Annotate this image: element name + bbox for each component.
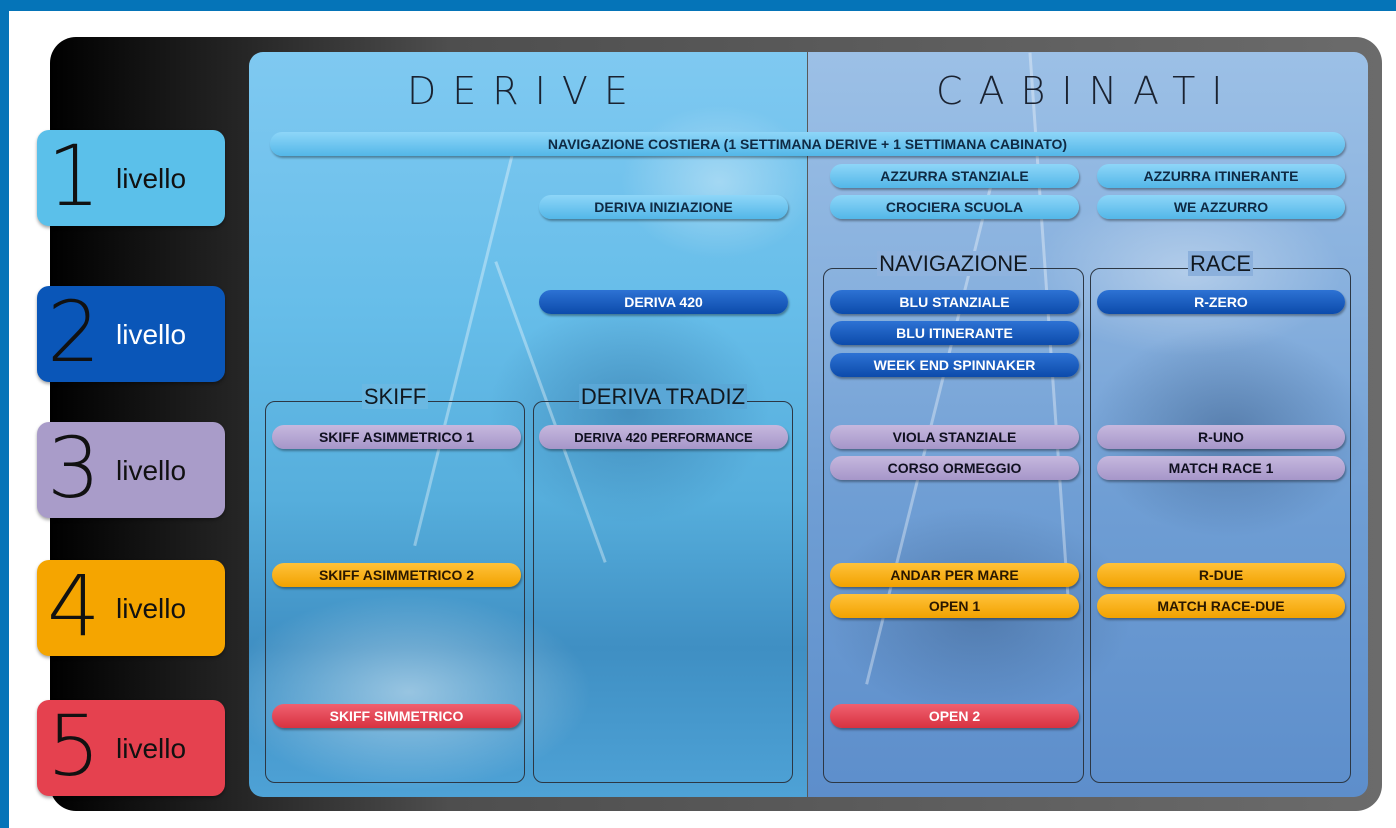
course-open-2[interactable]: OPEN 2 [830, 704, 1079, 728]
column-title-cabinati: CABINATI [936, 69, 1239, 113]
level-label: livello [116, 163, 187, 194]
course-match-race-1[interactable]: MATCH RACE 1 [1097, 456, 1345, 480]
course-deriva-iniziazione[interactable]: DERIVA INIZIAZIONE [539, 195, 788, 219]
column-title-derive: DERIVE [407, 69, 644, 113]
course-open-1[interactable]: OPEN 1 [830, 594, 1079, 618]
course-andar-per-mare[interactable]: ANDAR PER MARE [830, 563, 1079, 587]
course-r-zero[interactable]: R-ZERO [1097, 290, 1345, 314]
course-deriva-420-performance[interactable]: DERIVA 420 PERFORMANCE [539, 425, 788, 449]
level-label: livello [116, 733, 187, 764]
course-blu-stanziale[interactable]: BLU STANZIALE [830, 290, 1079, 314]
group-race: RACE [1090, 251, 1351, 783]
level-number: 5 [47, 697, 101, 795]
group-navigazione: NAVIGAZIONE [823, 251, 1084, 783]
group-label-deriva-tradiz: DERIVA TRADIZ [578, 384, 748, 409]
group-label-navigazione: NAVIGAZIONE [877, 251, 1030, 276]
level-2-badge: 2 livello [37, 286, 225, 382]
group-deriva-tradiz: DERIVA TRADIZ [533, 384, 793, 783]
course-navigazione-costiera[interactable]: NAVIGAZIONE COSTIERA (1 SETTIMANA DERIVE… [270, 132, 1345, 156]
level-label: livello [116, 593, 187, 624]
level-1-badge: 1 livello [37, 130, 225, 226]
level-number: 4 [47, 557, 101, 655]
group-label-race: RACE [1187, 251, 1254, 276]
course-azzurra-stanziale[interactable]: AZZURRA STANZIALE [830, 164, 1079, 188]
level-3-badge: 3 livello [37, 422, 225, 518]
course-viola-stanziale[interactable]: VIOLA STANZIALE [830, 425, 1079, 449]
derive-panel [249, 52, 807, 797]
course-skiff-simmetrico[interactable]: SKIFF SIMMETRICO [272, 704, 521, 728]
course-crociera-scuola[interactable]: CROCIERA SCUOLA [830, 195, 1079, 219]
course-r-uno[interactable]: R-UNO [1097, 425, 1345, 449]
level-number: 2 [47, 283, 101, 381]
level-number: 1 [47, 127, 101, 225]
level-label: livello [116, 455, 187, 486]
course-we-azzurro[interactable]: WE AZZURRO [1097, 195, 1345, 219]
course-r-due[interactable]: R-DUE [1097, 563, 1345, 587]
course-week-end-spinnaker[interactable]: WEEK END SPINNAKER [830, 353, 1079, 377]
level-number: 3 [47, 419, 101, 517]
course-deriva-420[interactable]: DERIVA 420 [539, 290, 788, 314]
level-label: livello [116, 319, 187, 350]
course-skiff-asimmetrico-1[interactable]: SKIFF ASIMMETRICO 1 [272, 425, 521, 449]
level-5-badge: 5 livello [37, 700, 225, 796]
group-label-skiff: SKIFF [361, 384, 429, 409]
course-azzurra-itinerante[interactable]: AZZURRA ITINERANTE [1097, 164, 1345, 188]
course-skiff-asimmetrico-2[interactable]: SKIFF ASIMMETRICO 2 [272, 563, 521, 587]
level-4-badge: 4 livello [37, 560, 225, 656]
group-skiff: SKIFF [265, 384, 525, 783]
course-blu-itinerante[interactable]: BLU ITINERANTE [830, 321, 1079, 345]
course-match-race-due[interactable]: MATCH RACE-DUE [1097, 594, 1345, 618]
course-corso-ormeggio[interactable]: CORSO ORMEGGIO [830, 456, 1079, 480]
